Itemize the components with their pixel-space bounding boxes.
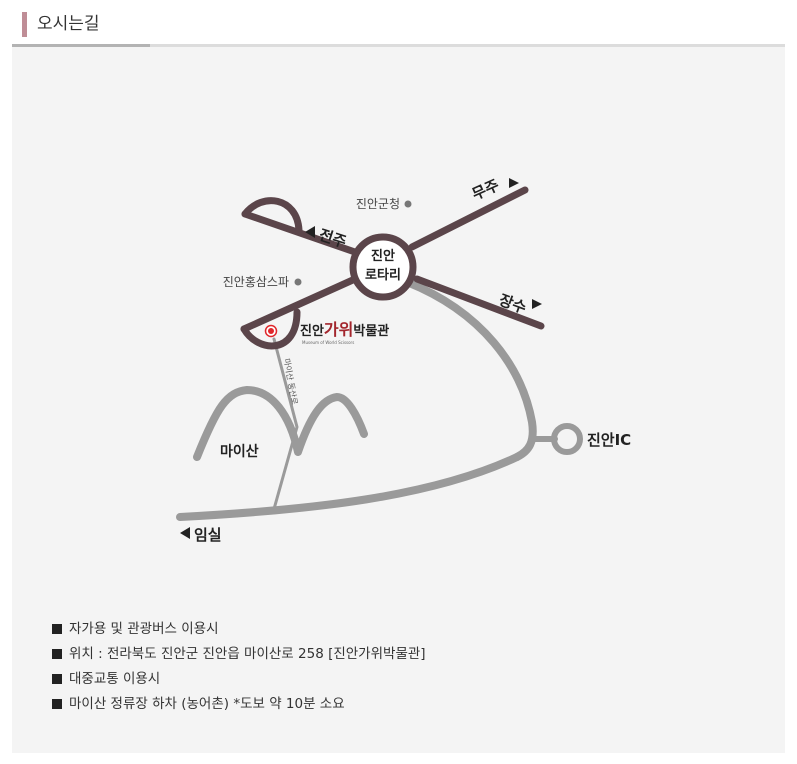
museum-label: 진안가위박물관 <box>300 320 389 339</box>
square-bullet-icon <box>52 674 62 684</box>
muju-arrow-icon <box>509 178 519 188</box>
header-accent-bar <box>22 12 27 37</box>
directions-panel: 진안 로타리 진안군청 진안홍삼스파 전주 무주 장수 진안IC 임실 마이산 … <box>12 47 785 753</box>
square-bullet-icon <box>52 649 62 659</box>
road-to-imsil <box>176 453 521 521</box>
county-office-label: 진안군청 <box>356 197 400 211</box>
info-item-text: 위치 : 전라북도 진안군 진안읍 마이산로 258 [진안가위박물관] <box>69 646 426 662</box>
imsil-label: 임실 <box>194 526 222 544</box>
jeonju-arrow-icon <box>305 226 315 238</box>
info-item-text: 대중교통 이용시 <box>69 671 161 687</box>
info-item: 대중교통 이용시 <box>52 667 426 692</box>
square-bullet-icon <box>52 699 62 709</box>
directions-info-list: 자가용 및 관광버스 이용시 위치 : 전라북도 진안군 진안읍 마이산로 25… <box>52 617 426 717</box>
info-item-text: 마이산 정류장 하차 (농어촌) *도보 약 10분 소요 <box>69 696 345 712</box>
rotary-label-line2: 로타리 <box>365 267 401 283</box>
section-title: 오시는길 <box>37 14 100 34</box>
road-to-jinan-ic <box>403 278 537 461</box>
info-item: 위치 : 전라북도 진안군 진안읍 마이산로 258 [진안가위박물관] <box>52 642 426 667</box>
hongsam-spa-label: 진안홍삼스파 <box>223 275 289 289</box>
maisan-mountain-shape <box>193 386 368 461</box>
jinan-ic-circle <box>551 423 583 455</box>
info-item-text: 자가용 및 관광버스 이용시 <box>69 621 219 637</box>
directions-map: 진안 로타리 진안군청 진안홍삼스파 전주 무주 장수 진안IC 임실 마이산 … <box>176 176 631 544</box>
road-to-muju <box>408 186 529 251</box>
road-to-jangsu <box>413 275 545 330</box>
museum-label-part3: 박물관 <box>353 323 389 339</box>
museum-loop <box>240 308 301 350</box>
jangsu-arrow-icon <box>532 299 542 309</box>
info-item: 마이산 정류장 하차 (농어촌) *도보 약 10분 소요 <box>52 692 426 717</box>
muju-label: 무주 <box>469 176 502 204</box>
rotary-label-line1: 진안 <box>371 248 395 264</box>
maisan-label: 마이산 <box>220 443 259 460</box>
section-header: 오시는길 <box>22 10 785 46</box>
museum-english-label: Museum of World Scissors <box>302 340 354 345</box>
jinan-rotary-circle <box>349 233 417 301</box>
imsil-arrow-icon <box>180 527 190 539</box>
museum-label-part2: 가위 <box>324 320 353 339</box>
jeonju-loop <box>241 197 303 234</box>
jeonju-label: 전주 <box>317 226 349 252</box>
header-divider <box>12 44 785 47</box>
info-item: 자가용 및 관광버스 이용시 <box>52 617 426 642</box>
header-divider-accent <box>12 44 150 47</box>
square-bullet-icon <box>52 624 62 634</box>
museum-label-part1: 진안 <box>300 323 324 339</box>
road-to-museum <box>240 275 359 333</box>
jinan-ic-label: 진안IC <box>587 431 631 449</box>
hongsam-spa-dot <box>294 278 302 286</box>
museum-marker-core <box>268 328 274 334</box>
maisan-dongsan-road <box>272 337 299 511</box>
county-office-dot <box>404 200 412 208</box>
